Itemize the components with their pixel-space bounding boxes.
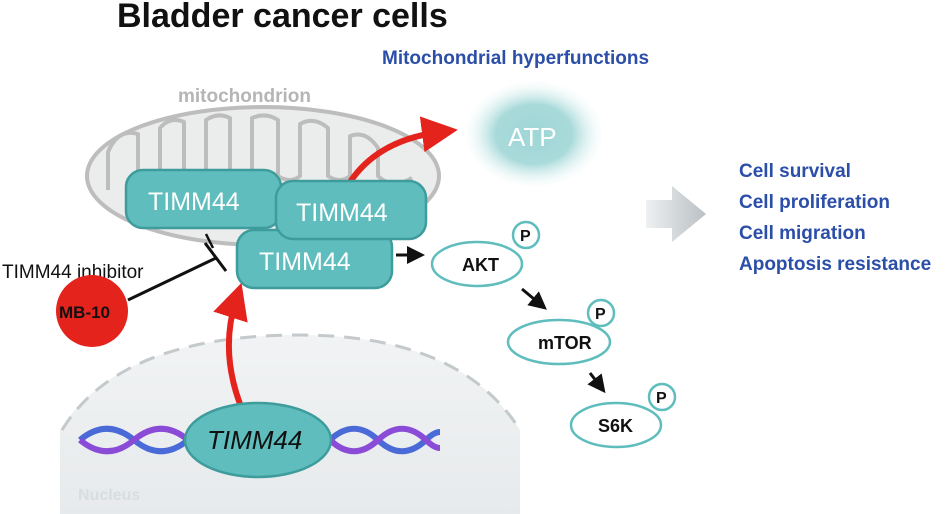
mitochondrion-label: mitochondrion <box>178 86 311 107</box>
atp-label: ATP <box>508 122 557 152</box>
timm44-gene-label: TIMM44 <box>207 425 302 455</box>
akt-to-mtor-arrow <box>521 287 547 310</box>
akt-node: P AKT <box>430 220 541 288</box>
page-title: Bladder cancer cells <box>117 0 448 35</box>
akt-phospho-label: P <box>520 228 531 245</box>
outcome-item: Apoptosis resistance <box>739 254 931 275</box>
outcome-item: Cell proliferation <box>739 192 890 213</box>
outcome-item: Cell survival <box>739 161 851 182</box>
mtor-to-s6k-arrow <box>587 372 606 394</box>
mtor-node: P mTOR <box>506 298 616 366</box>
timm44-protein-1-label: TIMM44 <box>148 188 240 216</box>
mb10-compound: MB-10 <box>56 275 128 347</box>
outcome-item: Cell migration <box>739 223 866 244</box>
timm44-protein-1: TIMM44 <box>124 168 283 230</box>
timm44-to-atp-arrow <box>347 116 458 184</box>
timm44-protein-3: TIMM44 <box>235 228 394 290</box>
timm44-protein-2-label: TIMM44 <box>296 199 388 227</box>
timm44-inhibitor-label: TIMM44 inhibitor <box>2 262 144 283</box>
s6k-phospho-label: P <box>656 390 667 407</box>
timm44-protein-3-label: TIMM44 <box>259 248 351 276</box>
nucleus-label: Nucleus <box>78 487 140 504</box>
timm44-protein-2: TIMM44 <box>274 179 428 241</box>
s6k-node: P S6K <box>569 382 677 449</box>
mtor-label: mTOR <box>538 333 592 353</box>
outcome-arrow <box>646 186 706 242</box>
mito-hyperfunction-label: Mitochondrial hyperfunctions <box>382 48 649 69</box>
inhibition-line <box>127 233 228 302</box>
s6k-label: S6K <box>598 416 633 436</box>
atp-glow <box>464 80 604 188</box>
dna-helix <box>78 425 441 455</box>
mtor-phospho-label: P <box>595 306 606 323</box>
outcomes-list: Cell survival Cell proliferation Cell mi… <box>739 161 931 275</box>
gene-to-protein-arrow <box>213 282 248 406</box>
timm44-gene: TIMM44 <box>183 401 333 479</box>
akt-label: AKT <box>462 255 499 275</box>
mb10-label: MB-10 <box>59 303 110 322</box>
